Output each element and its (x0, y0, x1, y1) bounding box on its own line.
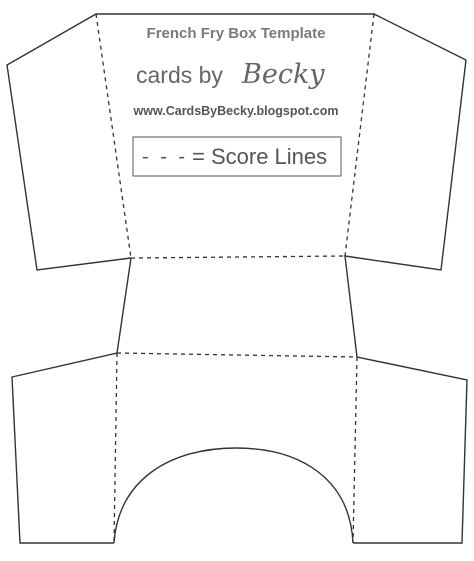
score-line-bottom-left (113, 352, 118, 544)
score-line-top-right (344, 13, 375, 257)
score-line-middle (130, 255, 346, 259)
legend-box (132, 136, 342, 177)
cut-outline-top (6, 13, 468, 544)
cut-outline-bottom (11, 257, 132, 544)
score-lines-legend: - - - = Score Lines (132, 136, 342, 177)
score-lines (95, 13, 375, 544)
score-line-bottom-right (352, 356, 358, 544)
cut-curve-opening (113, 447, 354, 544)
legend-text: = Score Lines (192, 144, 327, 169)
legend-symbol: - - - (142, 146, 188, 168)
website-url: www.CardsByBecky.blogspot.com (133, 104, 339, 118)
brand-logo: cards by Becky (136, 59, 325, 90)
brand-prefix: cards by (136, 62, 223, 88)
brand-name: Becky (241, 59, 325, 90)
score-line-top-left (95, 13, 132, 259)
cut-lines (6, 13, 468, 544)
score-line-lower (116, 352, 358, 358)
template-title: French Fry Box Template (147, 25, 326, 42)
